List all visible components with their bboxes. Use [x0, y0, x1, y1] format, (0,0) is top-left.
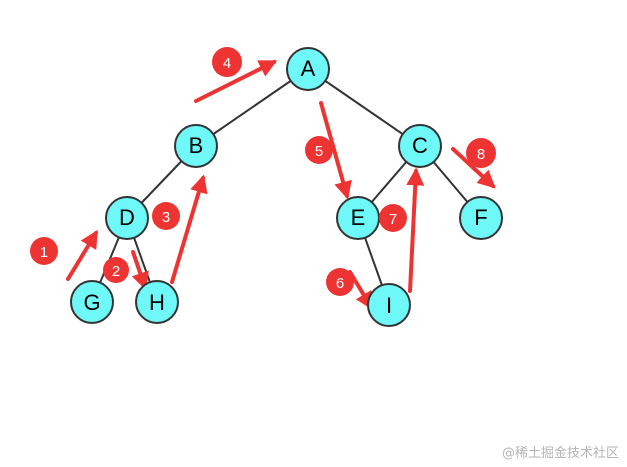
arrow-step-1 [66, 229, 98, 281]
node-label-f: F [474, 205, 487, 230]
step-badge-4: 4 [212, 47, 242, 77]
node-label-c: C [412, 133, 428, 158]
step-badge-2: 2 [103, 257, 129, 283]
node-f: F [459, 196, 503, 240]
step-badge-5: 5 [305, 136, 333, 164]
arrow-step-8 [451, 147, 496, 189]
tree-nodes: A B C D E F G H [70, 47, 503, 327]
step-number-6: 6 [336, 275, 344, 292]
node-label-e: E [351, 205, 366, 230]
node-label-i: I [386, 293, 392, 318]
step-number-5: 5 [315, 143, 323, 160]
arrow-step-5 [319, 101, 352, 200]
arrow-step-2 [131, 250, 149, 291]
node-g: G [70, 280, 114, 324]
node-h: H [135, 280, 179, 324]
node-a: A [286, 47, 330, 91]
step-badge-8: 8 [466, 138, 496, 168]
edge-a-b [195, 68, 309, 147]
node-label-h: H [149, 290, 165, 315]
step-number-2: 2 [112, 263, 120, 280]
node-label-b: B [189, 133, 204, 158]
arrow-step-7 [406, 167, 425, 293]
node-b: B [174, 124, 218, 168]
watermark-text: @稀土掘金技术社区 [501, 446, 619, 461]
node-d: D [105, 196, 149, 240]
arrow-step-4 [194, 60, 278, 103]
node-c: C [398, 124, 442, 168]
node-label-a: A [301, 56, 316, 81]
step-number-4: 4 [223, 55, 231, 72]
traversal-arrows [66, 60, 496, 311]
step-number-1: 1 [40, 244, 48, 261]
node-label-d: D [119, 205, 135, 230]
step-number-8: 8 [477, 146, 485, 163]
edge-a-c [307, 68, 421, 147]
step-badge-6: 6 [326, 268, 354, 296]
tree-edges [91, 68, 482, 306]
step-badge-7: 7 [379, 204, 407, 232]
step-badge-3: 3 [152, 202, 180, 230]
step-number-3: 3 [162, 209, 170, 226]
node-e: E [336, 196, 380, 240]
step-number-7: 7 [389, 211, 397, 228]
node-label-g: G [83, 290, 100, 315]
arrow-step-3 [170, 174, 208, 284]
node-i: I [367, 283, 411, 327]
step-badge-1: 1 [30, 237, 58, 265]
step-badges: 1 2 3 4 5 6 7 8 [30, 47, 496, 296]
